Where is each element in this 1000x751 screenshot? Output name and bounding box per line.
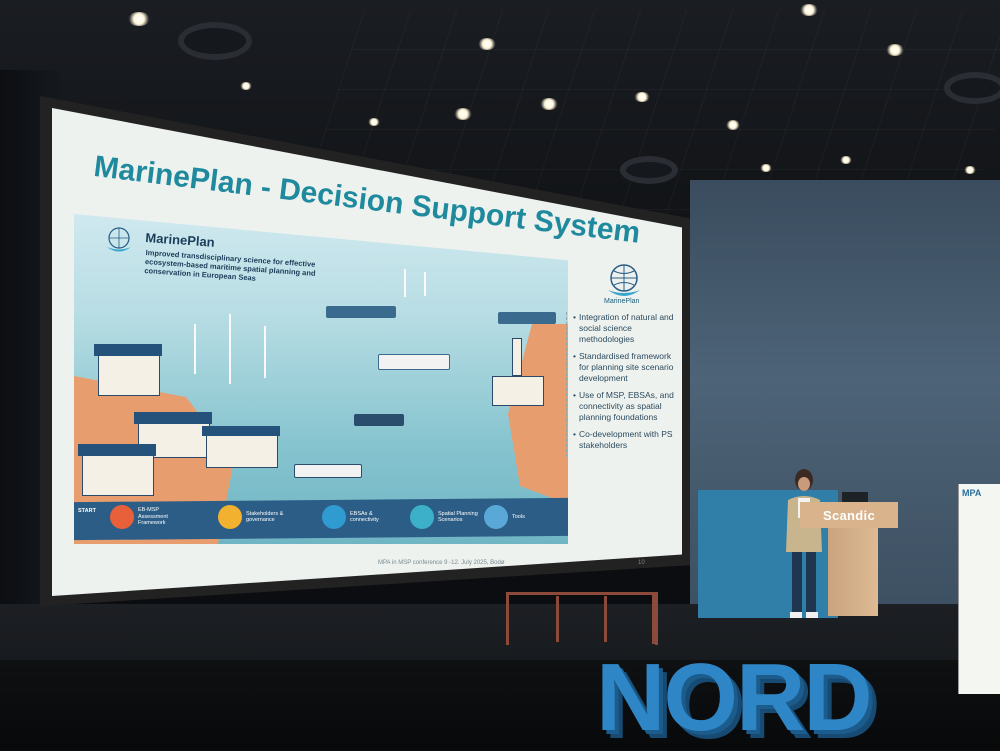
slide-bullet-list: •Integration of natural and social scien… [566,312,677,457]
fishing-boat-icon [354,414,404,426]
step-ebsas: EBSAs & connectivity [322,505,390,529]
table-leg [506,592,509,644]
step-label: EB-MSP Assessment Framework [138,507,168,527]
cargo-ship-icon [498,312,556,324]
ceiling-light [478,38,496,50]
globe-icon [484,505,508,529]
roof [134,412,212,424]
building-icon [98,354,160,396]
laptop-icon [842,492,868,502]
slide-logo-label: MarinePlan [604,298,640,305]
ceiling-light [454,108,472,120]
bullet-item: •Use of MSP, EBSAs, and connectivity as … [573,390,677,423]
wind-turbine-icon [194,324,196,374]
people-icon [218,505,242,529]
step-spatial-planning: Spatial Planning Scenarios [410,505,478,529]
wind-turbine-icon [229,314,231,384]
wind-turbine-icon [424,272,426,296]
ceiling-light [368,118,380,126]
network-icon [322,505,346,529]
bullet-dot-icon: • [573,351,576,361]
ceiling-light [760,164,772,172]
ceiling-speaker [944,72,1000,104]
ceiling-light [840,156,852,164]
building-icon [492,376,544,406]
roof [94,344,162,356]
roof [202,426,280,436]
stage-edge [0,660,1000,750]
roof [78,444,156,456]
ceiling-light [634,92,650,102]
step-label: Tools [512,513,525,520]
slide-footer: MPA in MSP conference 9 -12. July 2025, … [378,560,505,566]
table-leg [604,596,607,642]
bullet-item: •Standardised framework for planning sit… [573,351,677,384]
ceiling-light [540,98,558,110]
stage-table [506,592,658,645]
bullet-text: Co-development with PS stakeholders [578,429,673,450]
fishing-boat-icon [294,464,362,478]
ceiling-speaker [178,22,252,60]
marineplan-globe-icon [107,227,131,252]
bullet-dot-icon: • [573,312,576,322]
bullet-text: Integration of natural and social scienc… [578,312,674,344]
globe-logo-icon [608,264,640,296]
step-tools: Tools [484,505,552,529]
bullet-text: Use of MSP, EBSAs, and connectivity as s… [578,390,674,422]
table-leg [652,592,655,644]
nord-floor-letters: NORD [596,644,873,751]
bullet-dot-icon: • [573,390,576,400]
step-start: START [78,508,96,515]
cargo-ship-icon [326,306,396,318]
bullet-text: Standardised framework for planning site… [578,351,674,383]
table-leg [556,596,559,642]
map-pin-icon [410,505,434,529]
podium-label: Scandic [823,507,875,523]
step-label: Stakeholders & governance [246,510,284,524]
slide-page-number: 10 [638,560,645,566]
banner-title: MPA [962,488,982,498]
ceiling-light [964,166,976,174]
step-stakeholders: Stakeholders & governance [218,505,286,529]
ceiling-light [128,12,150,26]
presenter-figure [786,469,822,618]
building-icon [82,454,154,496]
wind-turbine-icon [264,326,266,378]
lighthouse-icon [512,338,522,376]
ceiling-light [726,120,740,130]
building-icon [206,434,278,468]
ceiling-light [800,4,818,16]
step-label: Spatial Planning Scenarios [438,510,478,524]
roll-up-banner [958,484,1000,694]
step-assessment-framework: EB-MSP Assessment Framework [110,505,178,529]
start-label: START [78,508,96,514]
bullet-item: •Integration of natural and social scien… [573,312,677,345]
ceiling-light [886,44,904,56]
compass-icon [110,505,134,529]
podium [828,520,878,616]
ferry-icon [378,354,450,370]
ceiling-speaker [620,156,678,184]
bullet-item: •Co-development with PS stakeholders [573,429,677,451]
wind-turbine-icon [404,269,406,297]
podium-top: Scandic [800,502,898,528]
ceiling-light [240,82,252,90]
step-label: EBSAs & connectivity [350,510,379,524]
bullet-dot-icon: • [573,429,576,439]
